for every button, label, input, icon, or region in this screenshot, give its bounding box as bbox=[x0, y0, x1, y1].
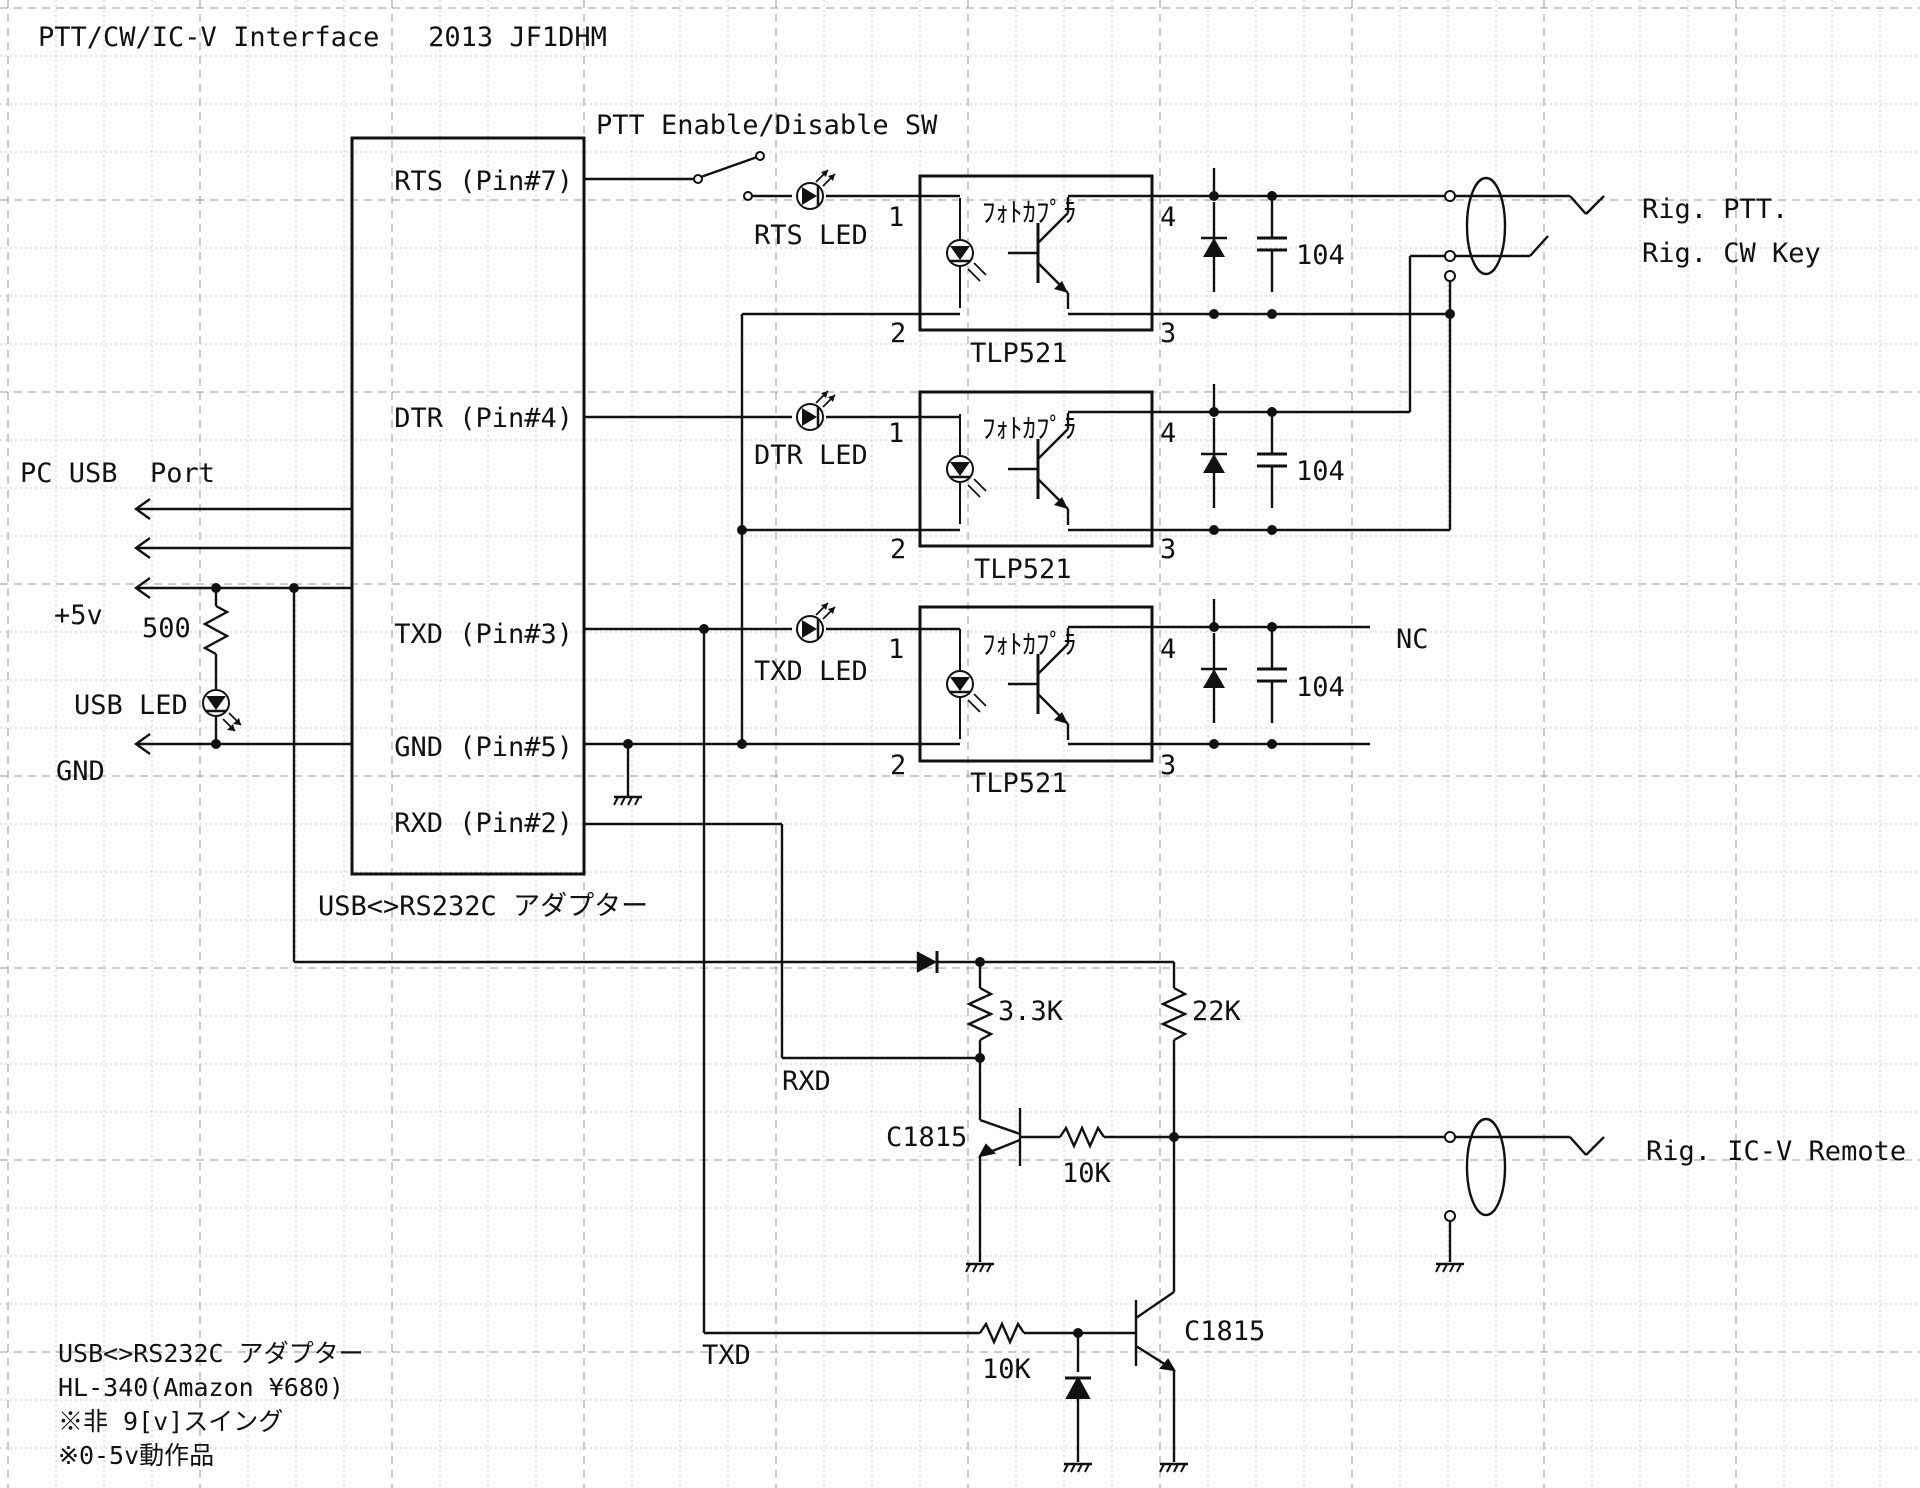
usb-rs232c-adapter-box bbox=[350, 136, 586, 876]
usb-led-label: USB LED bbox=[74, 690, 188, 721]
transistor-arrow bbox=[1159, 1358, 1176, 1372]
junction-dot bbox=[289, 583, 299, 593]
note-line-3: ※非 9[v]スイング bbox=[58, 1407, 283, 1436]
coupler-3-pin3: 3 bbox=[1160, 750, 1176, 781]
diode-icon bbox=[1065, 1375, 1091, 1399]
adapter-pin-rxd: RXD (Pin#2) bbox=[394, 808, 573, 839]
ground-icon bbox=[612, 795, 644, 807]
connector-pin bbox=[1444, 1131, 1456, 1143]
txd-led-label: TXD LED bbox=[754, 656, 868, 687]
txd-node-label: TXD bbox=[702, 1340, 751, 1371]
coupler-3-part: TLP521 bbox=[970, 768, 1068, 799]
signal-wires bbox=[584, 154, 980, 1335]
coupler-1-pin3: 3 bbox=[1160, 318, 1176, 349]
diode-capacitor-2 bbox=[1199, 382, 1289, 510]
coupler-2-pin1: 1 bbox=[888, 418, 904, 449]
switch-contact bbox=[693, 174, 703, 184]
switch-contact bbox=[755, 151, 765, 161]
adapter-pin-txd: TXD (Pin#3) bbox=[394, 619, 573, 650]
coupler-2-pin3: 3 bbox=[1160, 534, 1176, 565]
plus5v-label: +5v bbox=[54, 600, 103, 631]
cap-1-label: 104 bbox=[1296, 240, 1345, 271]
ptt-switch-label: PTT Enable/Disable SW bbox=[596, 110, 938, 141]
junction-dot bbox=[699, 624, 709, 634]
coupler-3-pin2: 2 bbox=[890, 750, 906, 781]
ground-icon bbox=[1434, 1262, 1466, 1274]
gnd-label: GND bbox=[56, 756, 105, 787]
output-wires bbox=[1152, 194, 1605, 746]
connector-pin bbox=[1444, 250, 1456, 262]
rig-cw-label: Rig. CW Key bbox=[1642, 238, 1821, 269]
txd-led-icon bbox=[795, 601, 837, 644]
adapter-pin-dtr: DTR (Pin#4) bbox=[394, 403, 573, 434]
r22k-label: 22K bbox=[1192, 996, 1242, 1027]
pc-usb-port-label: PC USB Port bbox=[20, 458, 215, 489]
coupler-1-pin4: 4 bbox=[1160, 202, 1176, 233]
output-junctions bbox=[1209, 191, 1455, 749]
connector-pin bbox=[1444, 270, 1456, 282]
ground-icon bbox=[1062, 1462, 1094, 1474]
dtr-led-label: DTR LED bbox=[754, 440, 868, 471]
photocoupler-3: ﾌｫﾄｶﾌﾟﾗ 1 2 3 4 TLP521 bbox=[888, 605, 1176, 799]
junction-dot bbox=[211, 739, 221, 749]
q2-label: C1815 bbox=[1184, 1316, 1265, 1347]
coupler-3-pin1: 1 bbox=[888, 634, 904, 665]
coupler-3-text: ﾌｫﾄｶﾌﾟﾗ bbox=[982, 630, 1077, 661]
r500-label: 500 bbox=[142, 613, 191, 644]
note-line-1: USB<>RS232C アダプター bbox=[58, 1339, 364, 1368]
connector-pin bbox=[1444, 1210, 1456, 1222]
adapter-caption: USB<>RS232C アダプター bbox=[318, 891, 648, 922]
adapter-pin-rts: RTS (Pin#7) bbox=[394, 166, 573, 197]
rts-led-label: RTS LED bbox=[754, 220, 868, 251]
rig-connector-top bbox=[1465, 176, 1507, 276]
dtr-led-icon bbox=[795, 389, 837, 432]
diagram-title: PTT/CW/IC-V Interface 2013 JF1DHM bbox=[38, 22, 607, 53]
switch-contact bbox=[743, 191, 753, 201]
cap-2-label: 104 bbox=[1296, 456, 1345, 487]
coupler-2-part: TLP521 bbox=[974, 554, 1072, 585]
junction-dot bbox=[211, 583, 221, 593]
usb-led-icon bbox=[201, 688, 243, 733]
photocoupler-1: ﾌｫﾄｶﾌﾟﾗ 1 2 3 4 TLP521 bbox=[888, 174, 1176, 369]
junction-dot bbox=[737, 525, 747, 535]
r10k-a-label: 10K bbox=[1062, 1158, 1112, 1189]
rts-led-icon bbox=[795, 168, 837, 211]
adapter-pin-gnd: GND (Pin#5) bbox=[394, 732, 573, 763]
junction-dot bbox=[623, 739, 633, 749]
q1-label: C1815 bbox=[886, 1122, 967, 1153]
diode-capacitor-3 bbox=[1199, 597, 1289, 725]
note-line-4: ※0-5v動作品 bbox=[58, 1441, 214, 1470]
coupler-1-pin2: 2 bbox=[890, 318, 906, 349]
coupler-3-pin4: 4 bbox=[1160, 634, 1176, 665]
coupler-1-text: ﾌｫﾄｶﾌﾟﾗ bbox=[982, 198, 1077, 229]
coupler-2-pin4: 4 bbox=[1160, 418, 1176, 449]
junction-dot bbox=[737, 739, 747, 749]
note-line-2: HL-340(Amazon ¥680) bbox=[58, 1373, 344, 1402]
r10k-b-label: 10K bbox=[982, 1354, 1032, 1385]
coupler-1-part: TLP521 bbox=[970, 338, 1068, 369]
icv-junctions bbox=[975, 957, 1179, 1338]
nc-label: NC bbox=[1396, 624, 1429, 655]
photocoupler-2: ﾌｫﾄｶﾌﾟﾗ 1 2 3 4 TLP521 bbox=[888, 390, 1176, 585]
coupler-2-pin2: 2 bbox=[890, 534, 906, 565]
ground-icon bbox=[1158, 1462, 1190, 1474]
usb-lines bbox=[133, 498, 918, 964]
icv-wires bbox=[916, 951, 1605, 1462]
transistor-arrow bbox=[978, 1143, 997, 1158]
ground-icon bbox=[964, 1262, 996, 1274]
coupler-2-text: ﾌｫﾄｶﾌﾟﾗ bbox=[982, 414, 1077, 445]
coupler-1-pin1: 1 bbox=[888, 202, 904, 233]
rig-connector-bottom bbox=[1465, 1117, 1507, 1217]
connector-pin bbox=[1444, 190, 1456, 202]
rxd-node-label: RXD bbox=[782, 1066, 831, 1097]
diode-capacitor-1 bbox=[1199, 166, 1289, 294]
rig-ptt-label: Rig. PTT. bbox=[1642, 194, 1788, 225]
rig-icv-label: Rig. IC-V Remote bbox=[1646, 1136, 1906, 1167]
r33k-label: 3.3K bbox=[998, 996, 1064, 1027]
cap-3-label: 104 bbox=[1296, 672, 1345, 703]
